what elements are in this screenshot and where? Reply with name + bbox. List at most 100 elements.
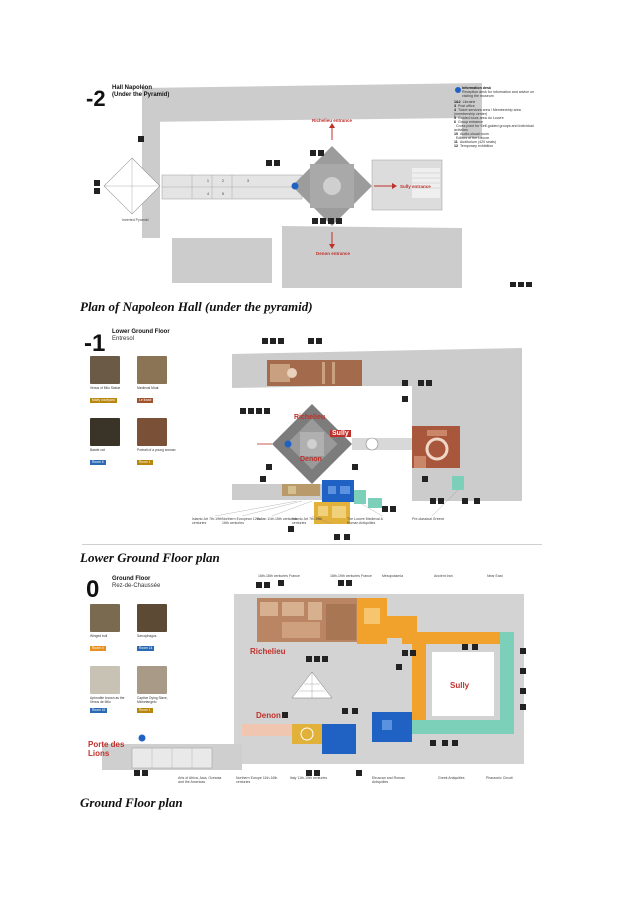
section-label: Arts of Africa, Asia, Oceania and the Am… (178, 776, 222, 784)
sully-label: Sully (330, 430, 351, 437)
richelieu-label: Richelieu (294, 414, 326, 421)
legend-item: Cross point for Self-guided groups and i… (454, 124, 540, 132)
section-label: Italy 11th-19th centuries (290, 776, 328, 780)
section-label: Italian 11th-15th centuries (257, 517, 298, 521)
denon-label: Denon (256, 711, 281, 720)
denon-label: Denon (300, 456, 322, 463)
level-title: Hall Napoléon (112, 85, 153, 91)
artwork-thumbnail (90, 666, 120, 694)
artwork-thumbnail (90, 418, 120, 446)
artwork-thumbnail (90, 604, 120, 632)
legend-info-title: Information desk (462, 86, 491, 90)
room-tag: Room 4 (90, 646, 106, 651)
legend-item-number: 12 (454, 144, 458, 148)
section-label: Ancient Iran (434, 574, 453, 578)
level-number: 0 (86, 576, 100, 603)
hall-legend: Information desk Reception desk for info… (454, 86, 540, 148)
section-label: Northern European 12th-16th centuries (222, 517, 261, 525)
section-label: Greek Antiquities (438, 776, 465, 780)
legend-item-text: Post office (458, 104, 475, 108)
section-label: Islamic Art 7th-19th centuries (292, 517, 322, 525)
section-label: 16th-18th centuries France (258, 574, 300, 578)
legend-item-text: Editors of the Louvre (456, 136, 490, 140)
legend-item-number: 10 (454, 132, 458, 136)
section-label: Northern Europe 11th-16th centuries (236, 776, 278, 784)
svg-text:4: 4 (207, 192, 209, 196)
hall-napoleon-map: 1 2 3 4 5 (82, 78, 542, 290)
section-label: Pre-classical Greece (412, 517, 445, 521)
legend-item-number: 5 (454, 116, 456, 120)
caption-lower: Lower Ground Floor plan (80, 550, 220, 565)
section-label: Pharaonic Circuit (486, 776, 513, 780)
section-label: Mesopotamia (382, 574, 404, 578)
denon-entrance-label: Denon entrance (316, 251, 351, 256)
artwork-thumbnail (137, 356, 167, 384)
svg-text:5: 5 (222, 192, 224, 196)
artwork-caption: Winged bull (90, 634, 108, 638)
artwork-thumbnail (137, 604, 167, 632)
lower-ground-map: -1 Lower Ground Floor Entresol Richelieu… (82, 326, 542, 546)
level-title: Ground Floor (112, 576, 151, 582)
ground-floorplan-drawing (102, 580, 526, 776)
legend-item-text: Ticket services area / Membership area (… (454, 108, 521, 116)
level-subtitle: Entresol (112, 336, 135, 342)
legend-item-number: 11 (454, 140, 458, 144)
legend-info-text: Reception desk for information and advic… (462, 90, 535, 98)
legend-item-text: Auditorium (420 seats) (459, 140, 496, 144)
level-title: Lower Ground Floor (112, 329, 170, 335)
legend-item-text: Audio-visual room (460, 132, 489, 136)
legend-item-number: 1&2 (454, 100, 461, 104)
artwork-caption: Bastet cat (90, 448, 105, 452)
artwork-caption: Portrait of a young woman (137, 448, 176, 452)
svg-text:1: 1 (207, 179, 209, 183)
svg-text:2: 2 (222, 179, 224, 183)
room-tag: Room 14 (137, 646, 155, 651)
inverted-pyramid-label: Inverted Pyramid (122, 218, 149, 222)
legend-item-number: 3 (454, 104, 456, 108)
room-tag: Room 1 (137, 460, 153, 465)
legend-item-text: Cross point for Self-guided groups and i… (454, 124, 534, 132)
legend-item-number: 6 (454, 120, 456, 124)
section-divider (82, 544, 542, 545)
richelieu-label: Richelieu (250, 647, 286, 656)
section-label: Near East (487, 574, 503, 578)
artwork-thumbnail (137, 418, 167, 446)
legend-item-text: Librairie (462, 100, 476, 104)
ground-floor-map: 0 Ground Floor Rez-de-Chaussée Richelieu… (82, 574, 542, 788)
svg-text:3: 3 (247, 179, 249, 183)
artwork-caption: Captive Dying Slave, Michelangelo (137, 696, 168, 704)
sully-label: Sully (450, 681, 470, 690)
room-tag: Le fossé (137, 398, 154, 403)
sully-entrance-label: Sully entrance (400, 184, 431, 189)
richelieu-entrance-label: Richelieu entrance (312, 118, 353, 123)
caption-hall: Plan of Napoleon Hall (under the pyramid… (80, 299, 313, 314)
legend-item-text: Guided tours area du Louvre (458, 116, 504, 120)
level-number: -1 (84, 330, 106, 357)
legend-item-text: Temporary exhibition (460, 144, 494, 148)
artwork-thumbnail (137, 666, 167, 694)
legend-item-number: 4 (454, 108, 456, 112)
caption-ground: Ground Floor plan (80, 795, 183, 810)
artwork-caption: Sarcophagus (137, 634, 157, 638)
room-tag: Room 1 (137, 708, 153, 713)
hall-floorplan-drawing: 1 2 3 4 5 (94, 83, 532, 288)
section-label: Islamic Art 7th-19th centuries (192, 517, 222, 525)
room-tag: Room 16 (90, 708, 108, 713)
section-label: The Louvre Medieval & Roman Antiquities (347, 517, 383, 525)
level-number: -2 (86, 86, 106, 111)
room-tag: Marly courtyard (90, 398, 117, 403)
level-subtitle: Rez-de-Chaussée (112, 583, 161, 589)
legend-item: Editors of the Louvre (454, 136, 540, 140)
artwork-caption: Medieval Moat (137, 386, 159, 390)
artwork-thumbnail (90, 356, 120, 384)
level-subtitle: (Under the Pyramid) (112, 92, 170, 98)
artwork-caption: Venus of Milo Statue (90, 386, 121, 390)
